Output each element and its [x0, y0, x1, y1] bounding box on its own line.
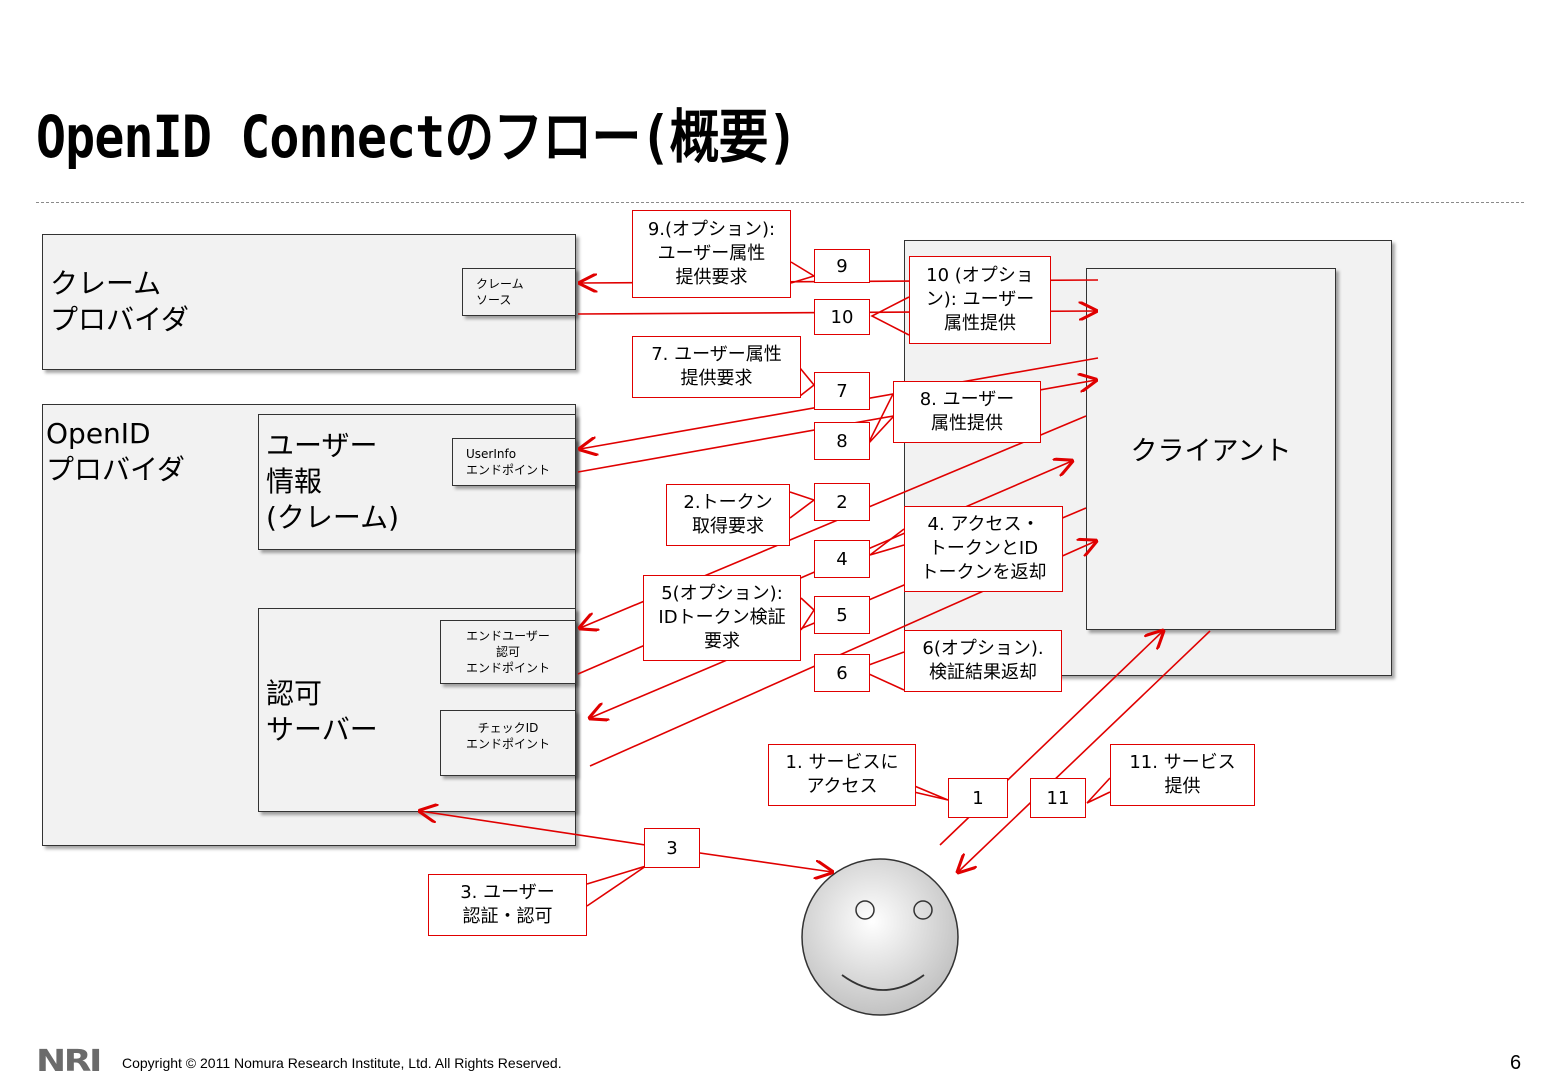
step-11-box: 11	[1030, 778, 1086, 818]
checkid-endpoint-box	[440, 710, 576, 776]
claim-provider-label: クレーム プロバイダ	[50, 267, 189, 336]
step-8-box: 8	[814, 422, 870, 460]
callout-step-11: 11. サービス 提供	[1110, 744, 1255, 806]
callout-step-5: 5(オプション): IDトークン検証 要求	[643, 575, 801, 661]
nri-logo: NRI	[36, 1044, 102, 1079]
enduser-authz-endpoint-box	[440, 620, 576, 684]
step-6-box: 6	[814, 654, 870, 692]
callout-step-7: 7. ユーザー属性 提供要求	[632, 336, 801, 398]
callout-step-8: 8. ユーザー 属性提供	[893, 381, 1041, 443]
step-3-box: 3	[644, 828, 700, 868]
callout-step-2: 2.トークン 取得要求	[666, 484, 790, 546]
client-box	[1086, 268, 1336, 630]
callout-step-4: 4. アクセス・ トークンとID トークンを返却	[904, 506, 1063, 592]
page-title: OpenID Connectのフロー(概要)	[36, 103, 798, 171]
step-4-box: 4	[814, 540, 870, 578]
step-2-box: 2	[814, 483, 870, 521]
step-5-box: 5	[814, 596, 870, 634]
callout-step-10: 10 (オプショ ン): ユーザー 属性提供	[909, 256, 1051, 344]
step-10-box: 10	[814, 299, 870, 335]
authorization-server-label: 認可 サーバー	[266, 677, 378, 746]
client-label: クライアント	[1130, 436, 1292, 467]
copyright-text: Copyright © 2011 Nomura Research Institu…	[122, 1055, 562, 1071]
callout-step-3: 3. ユーザー 認証・認可	[428, 874, 587, 936]
callout-step-9: 9.(オプション): ユーザー属性 提供要求	[632, 210, 791, 298]
claim-source-box	[462, 268, 576, 316]
enduser-authz-endpoint-label: エンドユーザー 認可 エンドポイント	[465, 629, 550, 675]
title-divider	[36, 202, 1524, 203]
claim-source-label: クレーム ソース	[476, 277, 524, 307]
userinfo-label: ユーザー 情報 (クレーム)	[266, 429, 400, 534]
userinfo-endpoint-label: UserInfo エンドポイント	[466, 447, 551, 477]
userinfo-box	[258, 414, 576, 550]
callout-step-1: 1. サービスに アクセス	[768, 744, 916, 806]
userinfo-endpoint-box	[452, 438, 576, 486]
openid-provider-label: OpenID プロバイダ	[46, 417, 185, 486]
checkid-endpoint-label: チェックID エンドポイント	[465, 721, 550, 751]
step-7-box: 7	[814, 372, 870, 410]
step-1-box: 1	[948, 778, 1008, 818]
page-number: 6	[1510, 1052, 1522, 1074]
callout-step-6: 6(オプション). 検証結果返却	[904, 630, 1062, 692]
step-9-box: 9	[814, 249, 870, 283]
